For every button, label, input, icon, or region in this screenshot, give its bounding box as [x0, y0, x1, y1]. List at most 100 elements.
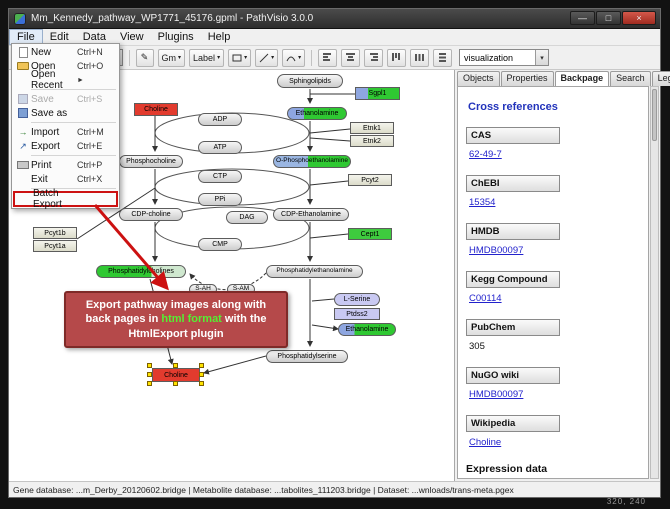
pathway-node[interactable]: ATP	[198, 141, 242, 154]
xref-link[interactable]: HMDB00097	[469, 389, 524, 400]
gene-node-button[interactable]: Gm ▾	[157, 48, 186, 67]
pathway-node[interactable]: ADP	[198, 113, 242, 126]
pathway-node[interactable]: Sgpl1	[355, 87, 400, 100]
callout-text: Export pathway images along with back pa…	[85, 299, 267, 326]
export-icon: ↗	[19, 140, 27, 151]
tab-properties[interactable]: Properties	[500, 71, 554, 86]
menu-separator	[31, 155, 116, 156]
pathway-node[interactable]: Phosphatidylserine	[266, 350, 348, 363]
tab-objects[interactable]: Objects	[457, 71, 500, 86]
menu-edit[interactable]: Edit	[49, 31, 69, 43]
pathway-node[interactable]: CTP	[198, 170, 242, 183]
pathway-node[interactable]: Ptdss2	[334, 308, 380, 320]
pathway-node[interactable]: CDP-Ethanolamine	[273, 208, 349, 221]
pathway-node[interactable]: Phosphatidylethanolamine	[266, 265, 363, 278]
expression-data-title: Expression data	[466, 463, 548, 475]
xref-header: ChEBI	[466, 175, 560, 192]
align-center-button[interactable]	[341, 48, 361, 67]
pathway-node[interactable]: Sphingolipids	[277, 74, 343, 88]
distribute-vertical-button[interactable]	[433, 48, 453, 67]
label-tool-label: Label	[193, 52, 216, 63]
pathway-node[interactable]: Etnk2	[350, 135, 394, 147]
distribute-horizontal-button[interactable]	[410, 48, 430, 67]
status-text: Gene database: ...m_Derby_20120602.bridg…	[13, 484, 514, 495]
status-bar: Gene database: ...m_Derby_20120602.bridg…	[9, 481, 660, 497]
pathway-node[interactable]: Pcyt1a	[33, 240, 77, 252]
edit-pencil-button[interactable]: ✎	[135, 48, 154, 67]
menu-data[interactable]: Data	[82, 31, 106, 43]
new-file-icon	[18, 46, 28, 58]
file-menu-new[interactable]: New Ctrl+N	[13, 45, 118, 59]
backpage-panel: Cross references CAS 62-49-7 ChEBI 15354…	[457, 86, 649, 479]
align-left-button[interactable]	[318, 48, 338, 67]
file-menu-import[interactable]: → Import Ctrl+M	[18, 126, 104, 138]
pathway-node[interactable]: Phosphocholine	[119, 155, 183, 168]
visualization-combobox[interactable]: visualization ▾	[459, 49, 549, 66]
xref-link[interactable]: HMDB00097	[469, 245, 524, 256]
file-menu-open[interactable]: Open Ctrl+O	[13, 59, 118, 73]
menu-bar: File Edit Data View Plugins Help	[9, 29, 660, 46]
arc-tool-button[interactable]: ▾	[282, 48, 306, 67]
file-menu-open-recent[interactable]: Open Recent ►	[13, 69, 118, 91]
file-menu-save-as[interactable]: Save as	[13, 106, 118, 120]
selection-handles[interactable]	[147, 363, 204, 386]
pencil-icon: ✎	[140, 52, 149, 62]
panel-scrollbar[interactable]	[650, 86, 659, 479]
pathway-node[interactable]: CMP	[198, 238, 242, 251]
app-icon	[14, 12, 26, 25]
annotation-callout: Export pathway images along with back pa…	[64, 291, 288, 348]
file-menu-export[interactable]: ↗ Export Ctrl+E	[19, 140, 103, 152]
xref-section: ChEBI 15354	[466, 175, 640, 210]
pathway-node[interactable]: Cept1	[348, 228, 392, 240]
pathway-node[interactable]: Ethanolamine	[338, 323, 396, 336]
close-button[interactable]: ×	[622, 11, 656, 25]
line-tool-button[interactable]: ▾	[255, 48, 279, 67]
shape-tool-button[interactable]: ▾	[228, 48, 252, 67]
xref-link[interactable]: 15354	[469, 197, 496, 208]
file-menu-save[interactable]: Save Ctrl+S	[13, 92, 118, 106]
xref-section: HMDB HMDB00097	[466, 223, 640, 258]
submenu-arrow-icon: ►	[77, 76, 84, 84]
maximize-button[interactable]: □	[596, 11, 621, 25]
pathway-node[interactable]: Etnk1	[350, 122, 394, 134]
save-icon	[18, 94, 28, 104]
xref-section: NuGO wiki HMDB00097	[466, 367, 640, 402]
file-menu-batch-export[interactable]: Batch Export	[13, 188, 118, 210]
side-panel-tabs: Objects Properties Backpage Search Legen…	[457, 71, 670, 86]
xref-link[interactable]: C00114	[469, 293, 502, 304]
title-bar: Mm_Kennedy_pathway_WP1771_45176.gpml - P…	[9, 9, 660, 29]
scrollbar-thumb[interactable]	[652, 89, 657, 141]
tab-backpage[interactable]: Backpage	[554, 71, 610, 86]
file-menu: New Ctrl+N Open Ctrl+O Open Recent ► Sav…	[11, 43, 120, 210]
line-icon	[259, 53, 269, 62]
distribute-horizontal-icon	[415, 54, 425, 61]
align-top-button[interactable]	[387, 48, 407, 67]
label-tool-button[interactable]: Label ▾	[189, 48, 225, 67]
import-icon: →	[18, 127, 28, 137]
menu-help[interactable]: Help	[207, 31, 231, 43]
pathway-node[interactable]: CDP-choline	[119, 208, 183, 221]
pathway-node[interactable]: O-Phosphoethanolamine	[273, 155, 351, 168]
pathway-node[interactable]: DAG	[226, 211, 268, 224]
file-menu-print[interactable]: Print Ctrl+P	[13, 158, 118, 172]
pathway-node[interactable]: L-Serine	[334, 293, 380, 306]
tab-legend[interactable]: Legend	[651, 71, 670, 86]
file-menu-exit[interactable]: Exit Ctrl+X	[31, 173, 103, 185]
pathway-node[interactable]: Choline	[134, 103, 178, 116]
align-right-button[interactable]	[364, 48, 384, 67]
pathway-node[interactable]: Pcyt2	[348, 174, 392, 186]
xref-link[interactable]: Choline	[469, 437, 502, 448]
pathway-node[interactable]: PPi	[198, 193, 242, 206]
xref-section: PubChem 305	[466, 319, 640, 354]
tab-search[interactable]: Search	[610, 71, 651, 86]
pathway-node[interactable]: Pcyt1b	[33, 227, 77, 239]
chevron-down-icon: ▾	[217, 55, 221, 61]
menu-view[interactable]: View	[119, 31, 144, 43]
shape-icon	[232, 54, 242, 61]
pathway-node[interactable]: Ethanolamine	[287, 107, 347, 120]
minimize-button[interactable]: —	[570, 11, 595, 25]
xref-link[interactable]: 62-49-7	[469, 149, 502, 160]
pathway-node[interactable]: Phosphatidylcholines	[96, 265, 186, 278]
menu-plugins[interactable]: Plugins	[157, 31, 194, 43]
open-folder-icon	[17, 62, 29, 70]
